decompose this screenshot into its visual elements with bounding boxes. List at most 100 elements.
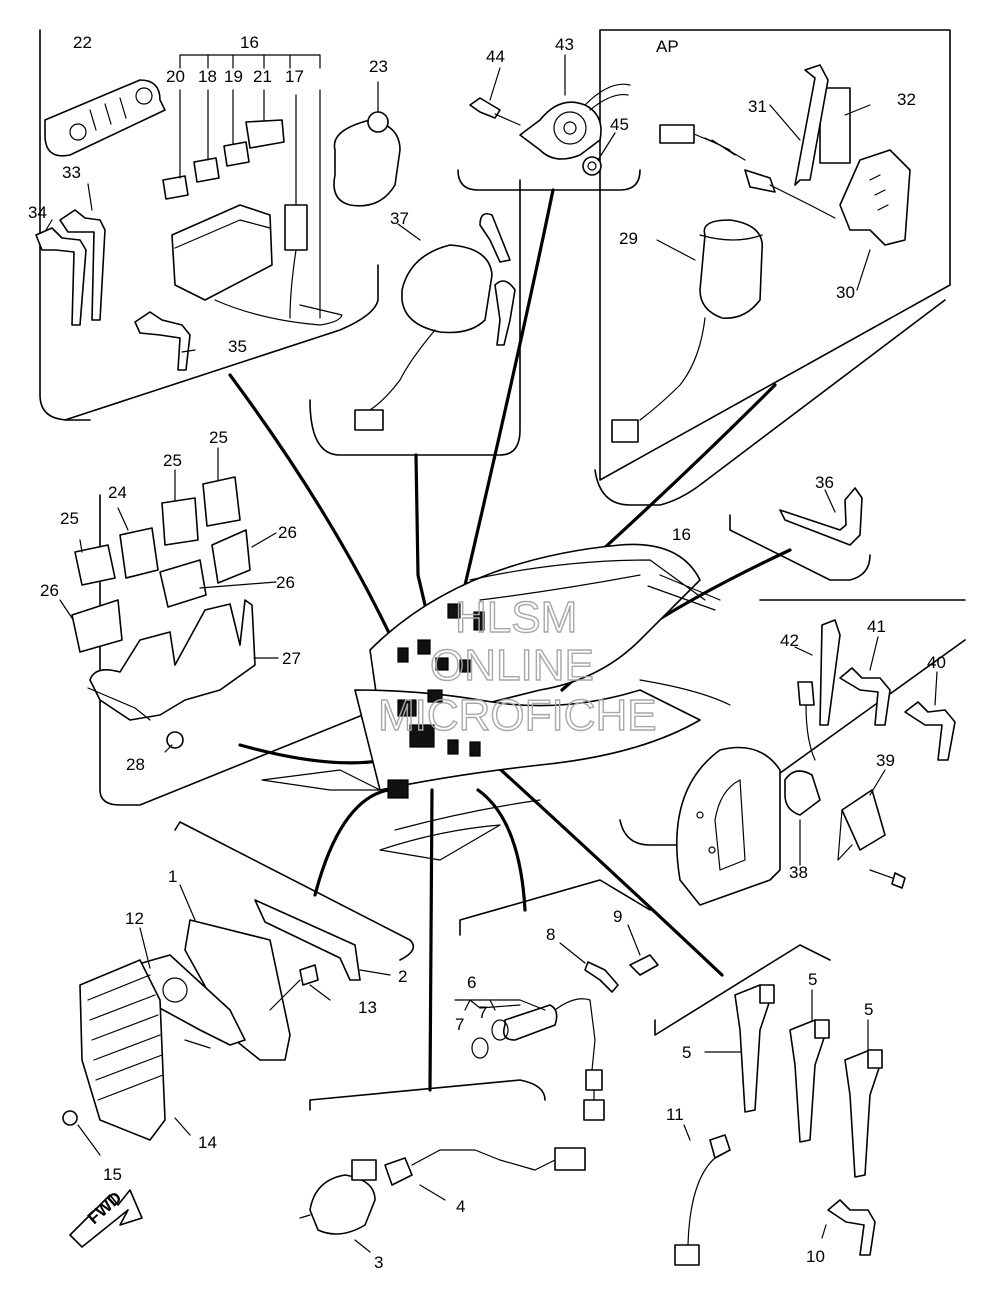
part-2-bracket bbox=[254, 899, 361, 981]
sensor-bracket-group bbox=[676, 746, 906, 906]
part-number-23: 23 bbox=[369, 57, 388, 76]
part-number-14: 14 bbox=[198, 1133, 217, 1152]
part-number-26-a: 26 bbox=[278, 523, 297, 542]
part-35-cable-tie bbox=[134, 311, 191, 371]
watermark-line-2: ONLINE bbox=[430, 641, 594, 690]
watermark-line-3: MICROFICHE bbox=[378, 691, 657, 740]
key-1 bbox=[479, 212, 511, 263]
buzzer-group bbox=[469, 54, 631, 176]
part-number-20: 20 bbox=[166, 67, 185, 86]
part-number-24: 24 bbox=[108, 483, 127, 502]
part-34-cable-tie bbox=[35, 227, 87, 326]
part-number-6: 6 bbox=[467, 973, 476, 992]
fuse-box bbox=[171, 204, 273, 301]
part-number-25-a: 25 bbox=[60, 509, 79, 528]
part-number-16-a: 16 bbox=[240, 33, 259, 52]
fuse-box-group bbox=[35, 54, 343, 371]
part-7-o-ring-a bbox=[471, 1037, 489, 1059]
part-number-5-c: 5 bbox=[864, 1000, 873, 1019]
part-5-coil-a bbox=[734, 984, 771, 1113]
part-number-26-b: 26 bbox=[276, 573, 295, 592]
part-33-cable-tie bbox=[59, 209, 106, 321]
part-24-relay bbox=[119, 527, 159, 579]
part-39-bracket bbox=[841, 789, 886, 851]
part-number-25-c: 25 bbox=[209, 428, 228, 447]
part-number-39: 39 bbox=[876, 751, 895, 770]
part-26-relay-holder-b bbox=[159, 559, 207, 608]
part-20-fuse bbox=[162, 175, 189, 200]
part-number-7-a: 7 bbox=[455, 1015, 464, 1034]
part-number-4: 4 bbox=[456, 1197, 465, 1216]
part-number-31: 31 bbox=[748, 97, 767, 116]
relay-group bbox=[59, 447, 279, 753]
part-42-cable-tie bbox=[819, 619, 841, 726]
part-number-26-c: 26 bbox=[40, 581, 59, 600]
part-number-44: 44 bbox=[486, 47, 505, 66]
part-19-fuse bbox=[223, 141, 250, 167]
part-number-22: 22 bbox=[73, 33, 92, 52]
part-number-32: 32 bbox=[897, 90, 916, 109]
part-22-switch-panel bbox=[44, 79, 166, 157]
part-11-harness bbox=[709, 1134, 731, 1159]
part-6-sensor bbox=[502, 1004, 558, 1041]
ap-accessory-group bbox=[611, 64, 911, 443]
part-31-cable-tie bbox=[794, 64, 829, 186]
part-26-relay-holder-a bbox=[211, 529, 251, 584]
part-number-21: 21 bbox=[253, 67, 272, 86]
part-43-buzzer bbox=[519, 101, 602, 160]
part-number-3: 3 bbox=[374, 1253, 383, 1272]
part-15-washer bbox=[62, 1110, 78, 1126]
watercraft-hull bbox=[261, 543, 731, 861]
part-number-34: 34 bbox=[28, 203, 47, 222]
part-number-2: 2 bbox=[398, 967, 407, 986]
part-23-bottle bbox=[333, 81, 401, 207]
part-number-12: 12 bbox=[125, 909, 144, 928]
part-30-connector-plug bbox=[659, 124, 695, 144]
part-5-coil-c bbox=[844, 1049, 881, 1178]
part-number-9: 9 bbox=[613, 907, 622, 926]
pressure-switch-group bbox=[299, 1147, 586, 1253]
part-28-bolt bbox=[166, 731, 184, 749]
part-number-8: 8 bbox=[546, 925, 555, 944]
part-8-clamp bbox=[584, 961, 619, 993]
part-number-29: 29 bbox=[619, 229, 638, 248]
part-number-25-b: 25 bbox=[163, 451, 182, 470]
part-36-cable-tie bbox=[779, 487, 863, 546]
part-9-bolt bbox=[629, 954, 659, 976]
ignition-coils-group bbox=[674, 984, 883, 1266]
part-number-13: 13 bbox=[358, 998, 377, 1017]
part-21-fuse bbox=[245, 119, 285, 149]
part-number-15: 15 bbox=[103, 1165, 122, 1184]
ecu-group bbox=[62, 884, 391, 1156]
part-14-rectifier bbox=[79, 959, 166, 1141]
ap-group-label: AP bbox=[656, 37, 679, 56]
part-45-nut bbox=[582, 156, 602, 176]
ap-box bbox=[599, 29, 951, 481]
part-number-17: 17 bbox=[285, 67, 304, 86]
part-17-connector bbox=[284, 204, 308, 251]
part-25-relay-b bbox=[161, 497, 199, 546]
part-number-40: 40 bbox=[927, 653, 946, 672]
part-number-27: 27 bbox=[282, 649, 301, 668]
part-30-socket-bracket bbox=[839, 149, 911, 246]
part-7-o-ring-b bbox=[491, 1019, 509, 1041]
cable-ties-right bbox=[779, 487, 956, 761]
part-3-switch bbox=[309, 1174, 376, 1235]
part-number-41: 41 bbox=[867, 617, 886, 636]
part-number-11: 11 bbox=[666, 1105, 684, 1124]
part-number-1: 1 bbox=[168, 867, 177, 886]
part-number-18: 18 bbox=[198, 67, 217, 86]
part-number-10: 10 bbox=[806, 1247, 825, 1266]
part-4-harness bbox=[384, 1157, 413, 1186]
watermark-line-1: HLSM bbox=[455, 593, 577, 642]
part-number-35: 35 bbox=[228, 337, 247, 356]
part-37-main-switch bbox=[354, 212, 516, 431]
part-25-relay-a bbox=[74, 544, 116, 586]
part-number-43: 43 bbox=[555, 35, 574, 54]
part-number-16-b: 16 bbox=[672, 525, 691, 544]
key-2 bbox=[494, 280, 516, 346]
part-41-cable-tie bbox=[839, 667, 891, 726]
part-13-bolt bbox=[299, 964, 319, 986]
part-number-42: 42 bbox=[780, 631, 799, 650]
